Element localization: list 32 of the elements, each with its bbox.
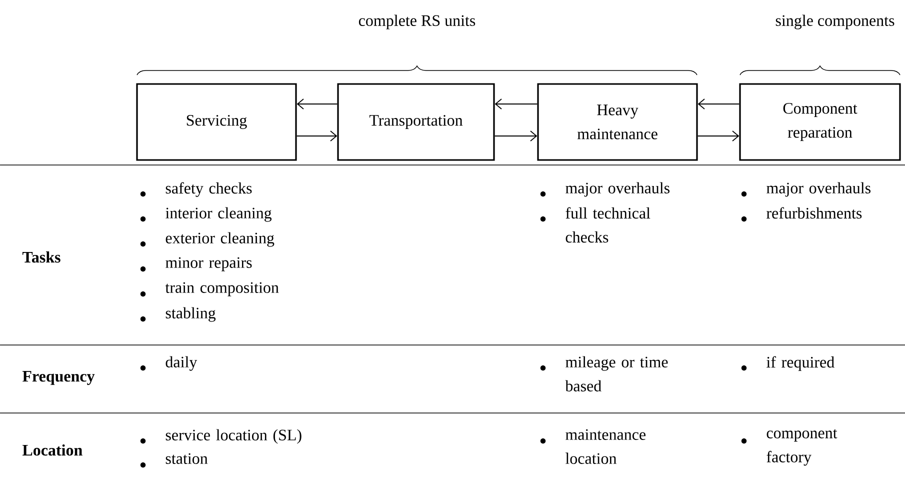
list-item: train composition [165,282,279,296]
process-box: Transportation [337,83,495,161]
list-item: daily [166,356,198,371]
list-item: maintenance location [566,429,646,464]
arrow [494,98,538,110]
group-label: single components [776,14,894,30]
arrow [697,130,740,142]
arrow [296,98,338,110]
arrow [296,130,338,142]
list-item: station [166,453,208,464]
list-item: refurbishments [766,207,862,219]
arrow [494,130,538,142]
list-item: major overhauls [566,182,670,197]
list-item: stabling [166,307,216,322]
list-item: minor repairs [166,257,252,272]
row-header: Frequency [22,371,95,385]
process-box: Servicing [136,83,297,161]
list-item: if required [766,356,834,371]
process-box: Component reparation [739,83,901,161]
row-header: Location [22,444,82,456]
row-header: Tasks [22,251,60,263]
arrow [698,98,740,110]
list-item: service location (SL) [166,429,302,444]
list-item: exterior cleaning [166,232,274,247]
list-item: major overhauls [766,182,870,197]
list-item: safety checks [166,182,252,197]
list-item: interior cleaning [166,207,272,222]
process-box: Heavy maintenance [537,83,698,161]
list-item: component factory [766,429,838,466]
list-item: mileage or time based [565,356,668,392]
group-label: complete RS units [358,14,476,30]
list-item: full technical checks [566,207,650,243]
